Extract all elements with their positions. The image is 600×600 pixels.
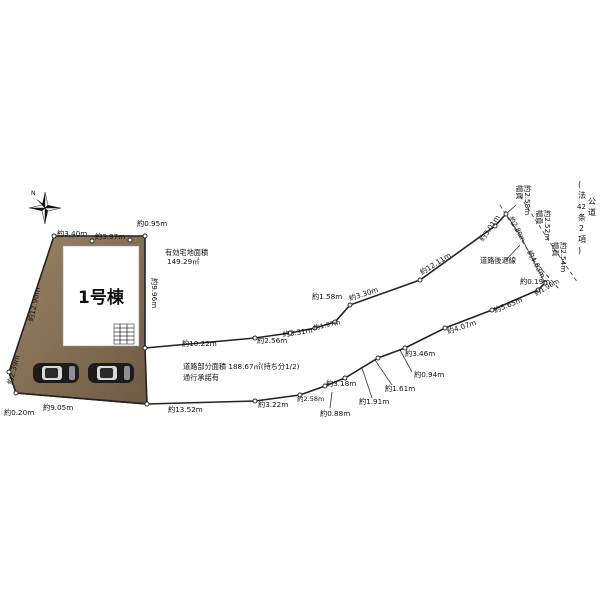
road-width-2: 幅員 約2.52m: [535, 210, 552, 240]
svg-text:): ): [578, 246, 581, 255]
public-road-label: ( 法 42 条 2 項 ) 公 道: [577, 180, 596, 255]
dim-bottom-11: 約4.07m: [446, 318, 478, 336]
dim-right-side: 約9.96m: [150, 278, 159, 308]
dim-upper-9: 約2.80m: [507, 215, 528, 243]
dim-bottom-corner: 約0.20m: [4, 408, 34, 417]
dim-bottom-8: 約1.61m: [385, 384, 415, 393]
car-icon: [88, 363, 134, 383]
dim-bottom-6: 約0.88m: [320, 409, 350, 418]
dim-bottom-2: 約13.52m: [168, 405, 203, 414]
svg-text:道: 道: [588, 207, 596, 217]
car-icon: [33, 363, 79, 383]
road-lower-boundary: [15, 282, 546, 405]
effective-area-label: 有効宅地面積: [165, 248, 208, 257]
dim-bottom-10: 約3.46m: [405, 349, 435, 358]
dim-bottom-1: 約9.05m: [43, 403, 73, 412]
effective-area-value: 149.29㎡: [167, 257, 199, 266]
dim-bottom-7: 約1.91m: [359, 397, 389, 406]
dim-bottom-4: 約2.58m: [297, 394, 324, 403]
road-width-3: 幅員 約2.54m: [551, 242, 568, 272]
dim-top-3: 約0.95m: [137, 219, 167, 228]
dim-upper-1: 約10.22m: [182, 339, 217, 348]
dim-bottom-3: 約3.22m: [258, 400, 288, 409]
road-area-label: 道路部分面積 188.67㎡(持ち分1/2): [183, 362, 300, 371]
svg-text:N: N: [31, 190, 36, 197]
svg-text:42: 42: [577, 203, 586, 211]
dim-upper-7: 約12.11m: [418, 251, 452, 277]
svg-text:項: 項: [578, 235, 586, 244]
dim-upper-2: 約2.56m: [257, 336, 287, 345]
dim-bottom-12: 約5.65m: [492, 295, 523, 315]
lot: [8, 235, 148, 405]
svg-text:(: (: [578, 180, 581, 189]
boundary-points: [6, 211, 548, 407]
dim-bottom-5: 約3.18m: [326, 379, 356, 388]
dim-top-1: 約3.40m: [57, 229, 87, 238]
building-label: 1号棟: [78, 287, 125, 308]
north-arrow-icon: N: [28, 190, 62, 225]
dim-upper-4: 約1.97m: [313, 317, 342, 331]
svg-text:幅員: 幅員: [515, 185, 524, 199]
road-width-1: 幅員 約2.58m: [515, 185, 532, 215]
dim-upper-3: 約3.31m: [282, 326, 313, 339]
road-note: 通行承諾有: [183, 373, 219, 382]
svg-text:法: 法: [578, 190, 586, 200]
svg-text:幅員: 幅員: [551, 242, 560, 256]
dim-upper-10: 約4.63m: [525, 249, 547, 280]
svg-text:2: 2: [579, 224, 584, 233]
staircase-icon: [113, 323, 135, 345]
svg-text:条: 条: [578, 212, 586, 222]
svg-text:公: 公: [588, 197, 596, 206]
svg-text:約2.52m: 約2.52m: [543, 210, 552, 240]
svg-text:約2.54m: 約2.54m: [559, 242, 568, 272]
road-setback-label: 道路後退線: [480, 256, 516, 265]
svg-text:約2.58m: 約2.58m: [523, 185, 532, 215]
dim-bottom-14: 約0.19m: [520, 277, 550, 286]
dim-upper-8: 約3.01m: [477, 213, 502, 243]
dim-upper-5: 約1.58m: [312, 292, 342, 301]
svg-text:幅員: 幅員: [535, 210, 544, 224]
dim-top-2: 約3.97m: [95, 232, 125, 241]
dim-bottom-9: 約0.94m: [414, 370, 444, 379]
